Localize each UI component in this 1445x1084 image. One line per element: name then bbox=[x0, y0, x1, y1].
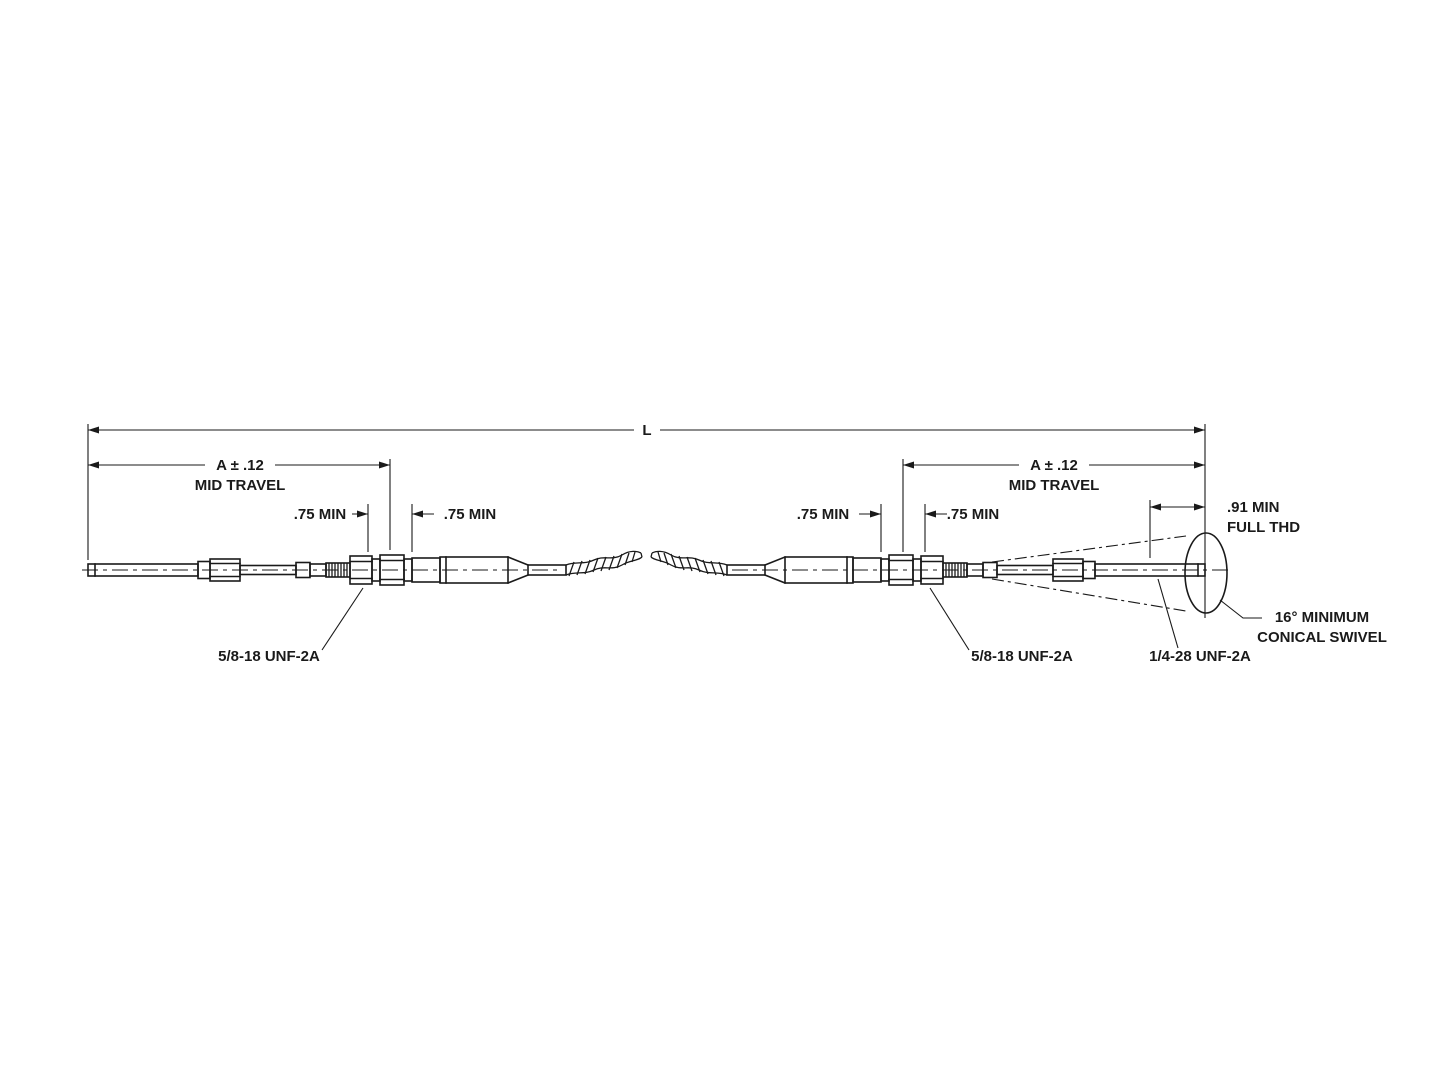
callouts: 5/8-18 UNF-2A 5/8-18 UNF-2A 1/4-28 UNF-2… bbox=[218, 578, 1387, 665]
swivel-cone-upper-line bbox=[991, 535, 1187, 563]
dimension-mid-travel-left: A ± .12 MID TRAVEL bbox=[88, 457, 390, 494]
mid-travel-left-value: A ± .12 bbox=[216, 457, 264, 474]
leader-right-bulkhead-thread bbox=[929, 587, 970, 651]
arrowhead-right bbox=[1194, 503, 1205, 511]
arrowhead-right bbox=[1194, 461, 1205, 469]
swivel-ellipse bbox=[1184, 532, 1228, 614]
min-thread-right-inner-label: .75 MIN bbox=[797, 506, 850, 523]
arrowhead-left bbox=[903, 461, 914, 469]
dimension-mid-travel-right: A ± .12 MID TRAVEL bbox=[903, 457, 1205, 494]
rod-thread-label: 1/4-28 UNF-2A bbox=[1149, 648, 1251, 665]
full-thread-value: .91 MIN bbox=[1227, 499, 1280, 516]
right-cable-strand-hatch bbox=[657, 551, 725, 577]
dimension-75min-right-pair: .75 MIN .75 MIN bbox=[797, 506, 1000, 523]
arrowhead-left bbox=[412, 510, 423, 518]
extension-lines bbox=[87, 424, 1206, 618]
conical-swivel-label-line2: CONICAL SWIVEL bbox=[1257, 629, 1387, 646]
dimension-75min-left-pair: .75 MIN .75 MIN bbox=[294, 506, 497, 523]
mid-travel-left-caption: MID TRAVEL bbox=[195, 477, 286, 494]
leader-rod-thread bbox=[1157, 578, 1179, 649]
right-bulkhead-thread-label: 5/8-18 UNF-2A bbox=[971, 648, 1073, 665]
left-cable-break bbox=[565, 550, 643, 577]
leader-conical-swivel bbox=[1219, 599, 1262, 619]
dimension-overall-length: L bbox=[88, 422, 1205, 439]
mid-travel-right-value: A ± .12 bbox=[1030, 457, 1078, 474]
overall-length-label: L bbox=[642, 422, 651, 439]
min-thread-left-outer-label: .75 MIN bbox=[294, 506, 347, 523]
arrowhead-right bbox=[870, 510, 881, 518]
mid-travel-right-caption: MID TRAVEL bbox=[1009, 477, 1100, 494]
arrowhead-right bbox=[379, 461, 390, 469]
arrowhead-left bbox=[1150, 503, 1161, 511]
conical-swivel-envelope bbox=[991, 532, 1228, 614]
arrowhead-right bbox=[1194, 426, 1205, 434]
right-cable-break bbox=[650, 550, 728, 577]
min-thread-right-outer-label: .75 MIN bbox=[947, 506, 1000, 523]
arrowhead-right bbox=[357, 510, 368, 518]
leader-left-bulkhead-thread bbox=[321, 587, 364, 651]
full-thread-caption: FULL THD bbox=[1227, 519, 1300, 536]
left-taper bbox=[506, 555, 530, 585]
left-bulkhead-thread-label: 5/8-18 UNF-2A bbox=[218, 648, 320, 665]
arrowhead-left bbox=[88, 426, 99, 434]
right-taper bbox=[763, 555, 787, 585]
left-cable-strand-hatch bbox=[568, 551, 636, 577]
conical-swivel-label-line1: 16° MINIMUM bbox=[1275, 609, 1369, 626]
min-thread-left-inner-label: .75 MIN bbox=[444, 506, 497, 523]
arrowhead-left bbox=[88, 461, 99, 469]
arrowhead-left bbox=[925, 510, 936, 518]
dimension-full-thread: .91 MIN FULL THD bbox=[1150, 499, 1300, 536]
swivel-cone-lower-line bbox=[991, 578, 1187, 612]
left-conduit bbox=[527, 564, 567, 576]
